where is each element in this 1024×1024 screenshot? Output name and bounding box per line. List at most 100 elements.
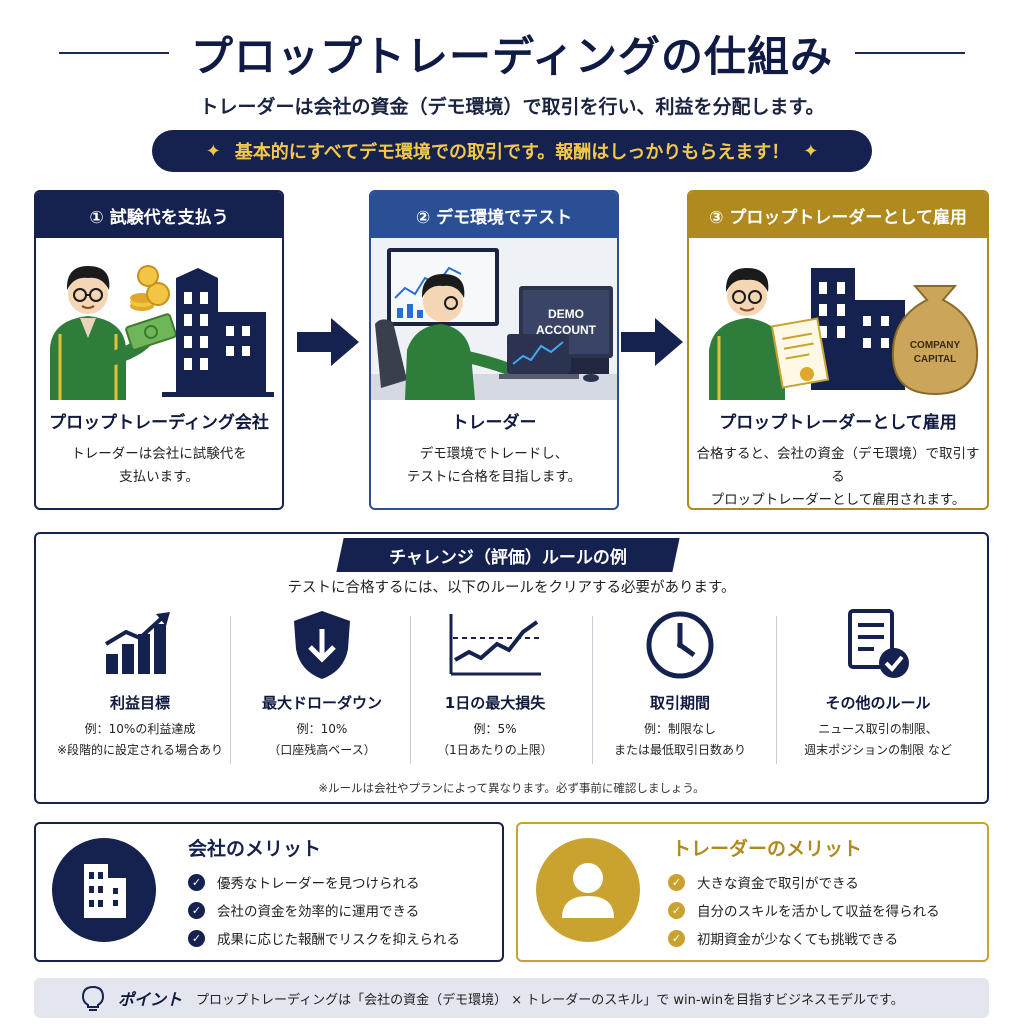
list-item: ✓自分のスキルを活かして収益を得られる <box>668 896 940 924</box>
demo-trading-illustration: DEMO ACCOUNT <box>371 238 617 400</box>
person-head <box>727 276 767 316</box>
step-card-3: ③ プロップトレーダーとして雇用 <box>687 190 989 510</box>
rule-name: 取引期間 <box>649 694 710 712</box>
chair <box>375 319 407 388</box>
step-desc-line: 支払います。 <box>119 469 199 485</box>
banner-text: 基本的にすべてデモ環境での取引です。報酬はしっかりもらえます！ <box>234 142 790 163</box>
step-desc-line: 合格すると、会社の資金（デモ環境）で取引する <box>696 446 980 485</box>
arrow-right-icon <box>297 318 359 366</box>
check-icon: ✓ <box>188 873 205 891</box>
company-merit-panel <box>34 822 504 962</box>
check-icon: ✓ <box>668 901 685 919</box>
list-item: ✓会社の資金を効率的に運用できる <box>188 896 460 924</box>
hired-illustration: COMPANY CAPITAL <box>709 268 979 400</box>
building-icon <box>176 278 218 392</box>
rule-item-daily-loss: 1日の最大損失 例：5% （1日あたりの上限） <box>405 604 585 774</box>
rule-note: ※段階的に設定される場合あり <box>56 743 224 757</box>
step-card-2: ② デモ環境でテスト DEMO ACCOUNT <box>369 190 619 510</box>
rule-item-max-drawdown: 最大ドローダウン 例：10% （口座残高ベース） <box>232 604 412 774</box>
trader-icon-circle <box>536 838 640 942</box>
rule-item-trading-period: 取引期間 例：制限なし または最低取引日数あり <box>590 604 770 774</box>
laptop <box>507 334 569 374</box>
person-body <box>709 318 785 400</box>
rule-name: 最大ドローダウン <box>261 694 382 712</box>
point-label: ポイント <box>118 990 183 1009</box>
divider <box>410 616 411 764</box>
step-header: ③ プロップトレーダーとして雇用 <box>689 192 987 238</box>
check-icon: ✓ <box>668 873 685 891</box>
step-desc-line: プロップトレーダーとして雇用されます。 <box>710 492 966 508</box>
divider <box>230 616 231 764</box>
check-icon: ✓ <box>188 929 205 947</box>
check-icon: ✓ <box>188 901 205 919</box>
person-body <box>405 324 475 400</box>
page-subtitle: トレーダーは会社の資金（デモ環境）で取引を行い、利益を分配します。 <box>199 96 825 118</box>
document-check-icon <box>848 609 909 678</box>
step-name: プロップトレーディング会社 <box>49 413 269 433</box>
list-item: ✓成果に応じた報酬でリスクを抑えられる <box>188 924 460 952</box>
step-desc-line: デモ環境でトレードし、 <box>419 446 569 462</box>
rule-note: または最低取引日数あり <box>613 743 746 757</box>
title-row: プロップトレーディングの仕組み <box>0 18 1024 88</box>
rules-title: チャレンジ（評価）ルールの例 <box>389 547 627 568</box>
company-icon-circle <box>52 838 156 942</box>
rule-item-other-rules: その他のルール ニュース取引の制限、 週末ポジションの制限 など <box>788 604 968 774</box>
arrow-right-icon <box>621 318 683 366</box>
screen-text-account: ACCOUNT <box>536 323 597 337</box>
rule-name: その他のルール <box>825 694 931 712</box>
rule-example: 例：10%の利益達成 <box>84 722 196 736</box>
building-icon <box>84 864 126 918</box>
trader-merit-list: ✓大きな資金で取引ができる ✓自分のスキルを活かして収益を得られる ✓初期資金が… <box>668 868 940 952</box>
shield-down-icon <box>294 611 350 679</box>
check-icon: ✓ <box>668 929 685 947</box>
bag-text-company: COMPANY <box>910 340 961 351</box>
trader-merit-panel <box>516 822 989 962</box>
title-line-right <box>855 52 966 54</box>
sparkle-icon: ✦ <box>205 140 221 162</box>
rule-name: 1日の最大損失 <box>444 694 546 712</box>
lightbulb-icon <box>82 985 104 1011</box>
coin <box>146 282 170 306</box>
screen-text-demo: DEMO <box>548 307 584 321</box>
step-illustration <box>36 238 282 400</box>
person-body <box>50 316 126 400</box>
money-bag-icon <box>891 285 979 396</box>
rules-subtitle: テストに合格するには、以下のルールをクリアする必要があります。 <box>287 580 736 596</box>
step-header: ② デモ環境でテスト <box>371 192 617 238</box>
trader-merit-title: トレーダーのメリット <box>672 838 863 860</box>
clock-icon <box>646 611 714 679</box>
divider <box>776 616 777 764</box>
rule-example: 例：5% <box>473 722 517 736</box>
step-illustration: COMPANY CAPITAL <box>689 238 987 400</box>
line-chart-icon <box>449 614 541 676</box>
title-line-left <box>58 52 169 54</box>
person-icon <box>562 863 614 918</box>
bag-text-capital: CAPITAL <box>914 354 957 365</box>
step-description: デモ環境でトレードし、 テストに合格を目指します。 <box>371 443 617 489</box>
rule-note: 週末ポジションの制限 など <box>804 743 952 757</box>
highlight-banner: ✦ 基本的にすべてデモ環境での取引です。報酬はしっかりもらえます！ ✦ <box>152 130 872 172</box>
page-title: プロップトレーディングの仕組み <box>190 31 834 81</box>
bar-chart-up-icon <box>104 612 170 674</box>
pay-fee-illustration <box>50 265 274 400</box>
certificate <box>770 317 830 389</box>
rule-item-profit-target: 利益目標 例：10%の利益達成 ※段階的に設定される場合あり <box>50 604 230 774</box>
divider <box>592 616 593 764</box>
company-merit-title: 会社のメリット <box>188 838 322 860</box>
step-name: トレーダー <box>451 413 537 433</box>
step-illustration: DEMO ACCOUNT <box>371 238 617 400</box>
mouse <box>583 374 599 382</box>
rule-example: 例：制限なし <box>643 722 716 736</box>
step-card-1: ① 試験代を支払う <box>34 190 284 510</box>
rule-note: （1日あたりの上限） <box>437 743 553 757</box>
step-description: 合格すると、会社の資金（デモ環境）で取引する プロップトレーダーとして雇用されま… <box>689 443 987 508</box>
point-text: プロップトレーディングは「会社の資金（デモ環境） × トレーダーのスキル」で w… <box>196 992 904 1008</box>
rules-footnote: ※ルールは会社やプランによって異なります。必ず事前に確認しましょう。 <box>318 781 705 795</box>
rule-note: （口座残高ベース） <box>268 743 376 757</box>
step-desc-line: テストに合格を目指します。 <box>406 469 582 485</box>
list-item: ✓優秀なトレーダーを見つけられる <box>188 868 460 896</box>
rule-example: ニュース取引の制限、 <box>818 722 938 736</box>
point-bar: ポイント プロップトレーディングは「会社の資金（デモ環境） × トレーダーのスキ… <box>34 978 989 1018</box>
rules-panel <box>34 532 989 804</box>
step-name: プロップトレーダーとして雇用 <box>719 413 957 433</box>
